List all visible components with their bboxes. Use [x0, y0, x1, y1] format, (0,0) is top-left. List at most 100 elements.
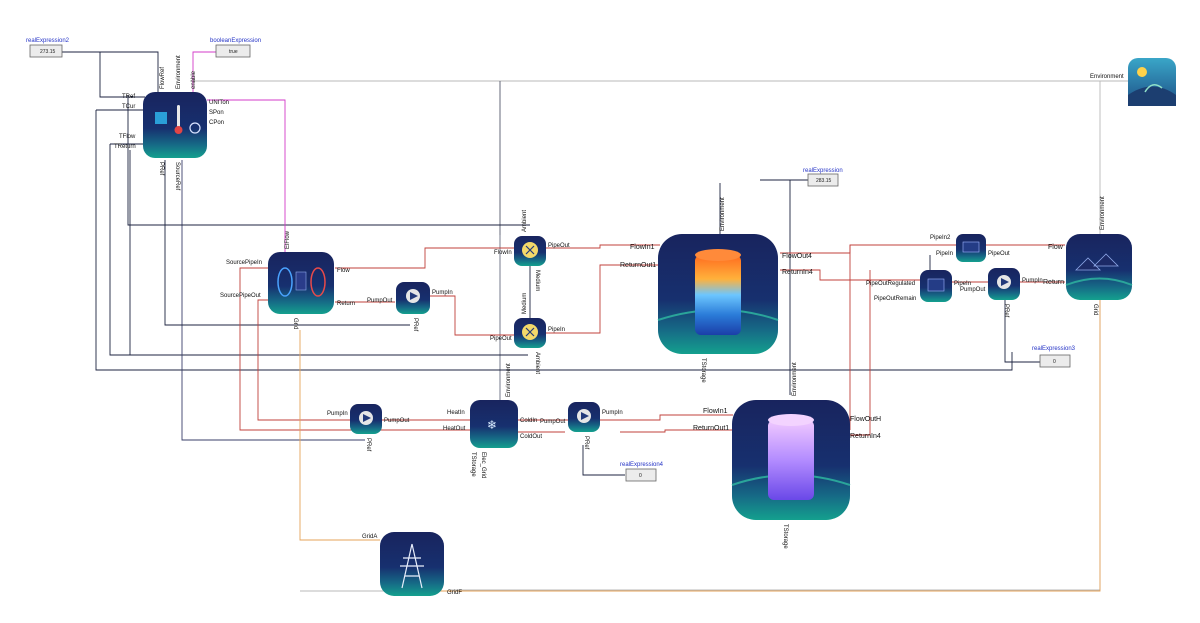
wire-tflow	[109, 143, 528, 356]
svg-text:TStorage: TStorage	[700, 358, 706, 383]
tank-hot-icon	[695, 255, 741, 335]
svg-text:GridF: GridF	[447, 590, 462, 596]
svg-text:Environment: Environment	[1100, 196, 1106, 230]
sun-icon	[1137, 67, 1147, 77]
pump-right-block[interactable]: PumpOut PumpIn PRef	[960, 268, 1043, 318]
svg-text:CPon: CPon	[209, 120, 224, 126]
pump-lower-right-block[interactable]: PumpOut PumpIn PRef	[540, 402, 623, 450]
wire-return-hp	[335, 295, 515, 336]
svg-text:0: 0	[639, 473, 642, 479]
svg-text:TFlow: TFlow	[119, 134, 136, 140]
real-expression-3[interactable]: realExpression3 0	[1032, 346, 1076, 368]
svg-text:SourceRef: SourceRef	[174, 162, 180, 191]
svg-text:TCur: TCur	[122, 104, 135, 110]
svg-text:ColdOut: ColdOut	[520, 434, 542, 440]
svg-text:PipeOutRemain: PipeOutRemain	[874, 296, 916, 302]
svg-text:Environment: Environment	[720, 197, 726, 231]
valve-icon	[927, 278, 945, 292]
wire-pref	[164, 160, 410, 326]
svg-text:Environment: Environment	[506, 363, 512, 397]
boolean-expression[interactable]: booleanExpression true	[210, 38, 261, 58]
svg-text:ColdIn: ColdIn	[520, 418, 537, 424]
valve-mid-block[interactable]: PipeOutRegulated PipeOutRemain PipeIn	[866, 270, 971, 302]
svg-text:GridA: GridA	[362, 534, 377, 540]
storage-cold-block[interactable]: FlowIn1 ReturnOut1 FlowOutH ReturnIn4 En…	[693, 362, 881, 549]
svg-text:PumpIn: PumpIn	[602, 410, 623, 416]
svg-text:SPon: SPon	[209, 110, 224, 116]
mixer-bottom-block[interactable]: PipeOut PipeIn Medium Ambient	[490, 293, 565, 375]
svg-text:Grid: Grid	[292, 318, 298, 329]
svg-text:PRef: PRef	[583, 436, 589, 450]
power-tower-icon	[400, 543, 424, 589]
svg-text:PumpIn: PumpIn	[432, 290, 453, 296]
house-block[interactable]: Flow Return Environment Grid	[1043, 196, 1133, 315]
svg-text:FlowIn: FlowIn	[494, 250, 512, 256]
valve-icon	[962, 241, 980, 253]
real-expression-4[interactable]: realExpression4 0	[620, 462, 664, 482]
svg-text:PRef: PRef	[158, 162, 164, 176]
coil-cold-icon	[277, 267, 293, 297]
svg-text:Environment: Environment	[792, 362, 798, 396]
storage-hot-block[interactable]: FlowIn1 ReturnOut1 FlowOut4 ReturnIn4 En…	[620, 197, 813, 383]
grid-block[interactable]: GridA GridF	[362, 532, 462, 596]
pump-lower-left-block[interactable]: PumpIn PumpOut PRef	[327, 404, 410, 452]
svg-text:PipeOut: PipeOut	[490, 336, 512, 342]
svg-text:realExpression3: realExpression3	[1032, 346, 1076, 352]
svg-text:Medium: Medium	[522, 293, 528, 314]
svg-text:PRef: PRef	[365, 438, 371, 452]
svg-text:PumpOut: PumpOut	[540, 419, 566, 425]
wire-flowout4	[780, 244, 960, 254]
svg-text:FlowRef: FlowRef	[160, 67, 166, 89]
svg-text:realExpression: realExpression	[803, 168, 843, 174]
wire-unit-on	[207, 99, 286, 255]
wire-realexpr2-b	[100, 51, 159, 92]
svg-text:PipeOut: PipeOut	[988, 251, 1010, 257]
wire-realexpr2	[62, 51, 145, 98]
svg-text:Elec_Grid: Elec_Grid	[480, 452, 486, 478]
svg-text:Medium: Medium	[534, 270, 540, 291]
svg-text:ElFlow: ElFlow	[285, 230, 291, 249]
svg-text:Environment: Environment	[1090, 74, 1124, 80]
wires	[62, 51, 1130, 592]
wire-boolean	[192, 51, 234, 92]
svg-text:ReturnOut1: ReturnOut1	[620, 262, 656, 269]
svg-text:TStorage: TStorage	[470, 452, 476, 477]
svg-text:TRef: TRef	[122, 94, 135, 100]
thermometer-icon	[177, 105, 180, 127]
wire-tref	[95, 109, 1013, 371]
svg-text:FlowIn1: FlowIn1	[703, 408, 728, 415]
svg-text:SourcePipeOut: SourcePipeOut	[220, 293, 261, 299]
svg-text:ReturnOut1: ReturnOut1	[693, 425, 729, 432]
mixer-top-block[interactable]: FlowIn PipeOut Ambient Medium	[494, 210, 570, 292]
svg-text:enable: enable	[191, 70, 197, 89]
control-unit-block[interactable]: TRef TCur TFlow TReturn UNITon SPon CPon…	[114, 55, 229, 191]
svg-text:Return: Return	[1043, 279, 1064, 286]
svg-text:FlowIn1: FlowIn1	[630, 244, 655, 251]
control-square-icon	[155, 112, 167, 124]
svg-text:PumpOut: PumpOut	[384, 418, 410, 424]
svg-text:ReturnIn4: ReturnIn4	[850, 433, 881, 440]
svg-text:PipeOutRegulated: PipeOutRegulated	[866, 281, 915, 287]
svg-text:realExpression4: realExpression4	[620, 462, 664, 468]
svg-text:PumpIn: PumpIn	[327, 411, 348, 417]
wire-realexpr-top	[760, 179, 808, 395]
real-expression-top[interactable]: realExpression 283.15	[803, 168, 843, 187]
wire-returnin4-cold	[850, 270, 871, 436]
svg-text:283.15: 283.15	[816, 178, 832, 184]
svg-text:PumpIn: PumpIn	[1022, 278, 1043, 284]
svg-text:SourcePipeIn: SourcePipeIn	[226, 260, 262, 266]
real-expression-2[interactable]: realExpression2 273.15	[26, 38, 70, 58]
svg-text:PumpOut: PumpOut	[367, 298, 393, 304]
valve-top-block[interactable]: PipeIn2 PipeOut PipeIn	[930, 234, 1010, 262]
wire-flowin1-cold	[597, 414, 733, 421]
environment-block[interactable]: Environment	[1090, 58, 1176, 106]
svg-text:TReturn: TReturn	[114, 144, 136, 150]
wire-tstorage-top	[127, 95, 530, 226]
heatpump-block[interactable]: SourcePipeIn SourcePipeOut Flow Return E…	[220, 230, 355, 329]
chiller-block[interactable]: ❄ HeatIn HeatOut ColdIn ColdOut Environm…	[443, 363, 542, 478]
svg-text:PumpOut: PumpOut	[960, 287, 986, 293]
pump-upper-block[interactable]: PumpOut PumpIn PRef	[367, 282, 453, 332]
wire-grid-a	[299, 330, 380, 541]
svg-text:Ambient: Ambient	[534, 352, 540, 374]
svg-text:Grid: Grid	[1092, 304, 1098, 315]
